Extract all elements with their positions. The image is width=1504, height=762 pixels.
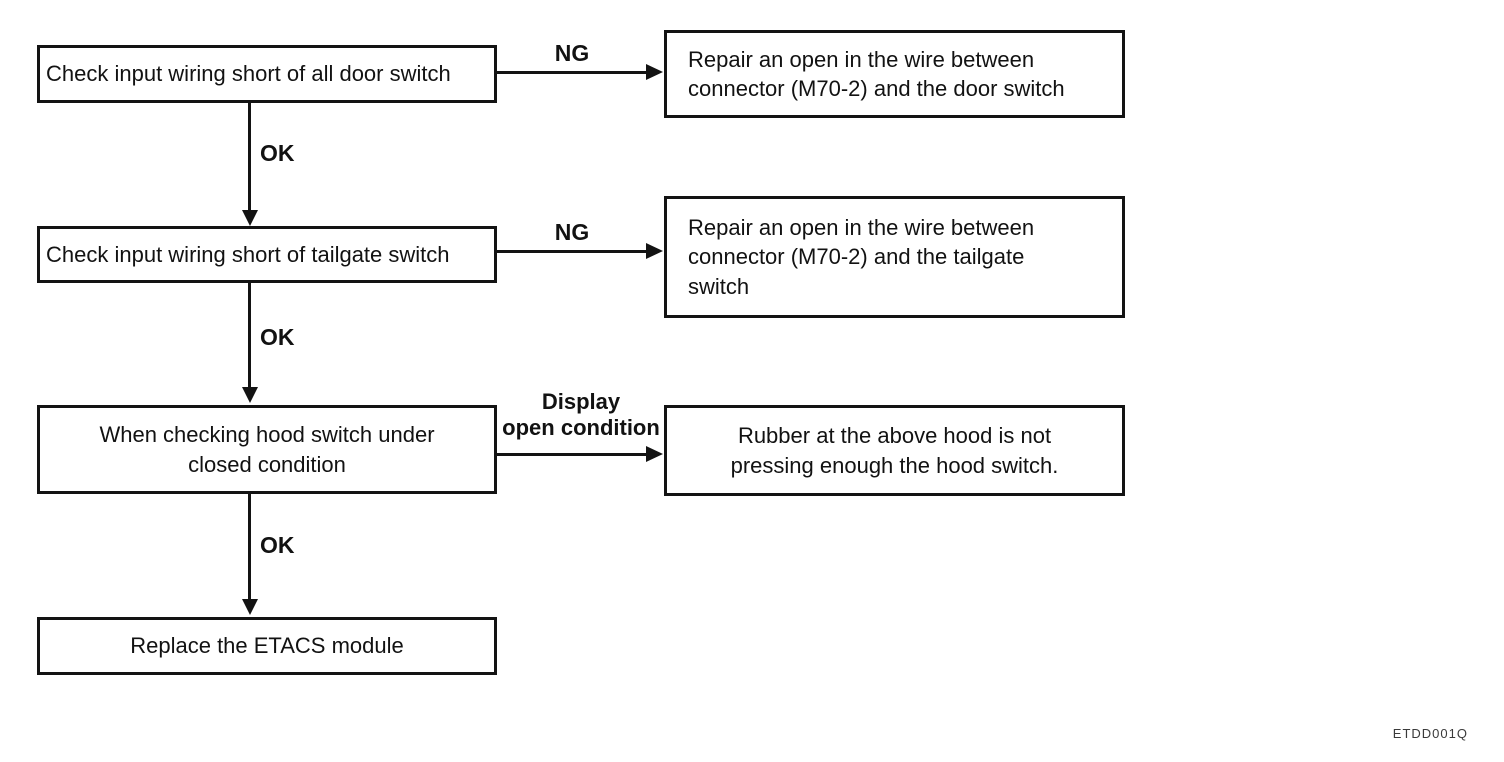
edge-label-display-open-condition: Display open condition (502, 389, 660, 440)
flowchart-box-rubber-hood-switch: Rubber at the above hood is not pressing… (664, 405, 1125, 496)
arrow-line-down-2 (248, 283, 251, 387)
arrow-line-down-1 (248, 103, 251, 211)
arrow-line-down-3 (248, 494, 251, 599)
box-text: Rubber at the above hood is not pressing… (730, 423, 1059, 478)
box-text: Repair an open in the wire between conne… (688, 46, 1065, 101)
arrow-line-right-1 (497, 71, 647, 74)
arrow-head-right-2-icon (646, 243, 663, 259)
arrow-head-right-1-icon (646, 64, 663, 80)
flowchart-box-check-hood-switch: When checking hood switch under closed c… (37, 405, 497, 494)
figure-code: ETDD001Q (1392, 726, 1468, 741)
edge-label-ok-1: OK (260, 140, 295, 166)
flowchart-box-check-door-switch: Check input wiring short of all door swi… (37, 45, 497, 103)
box-text: Check input wiring short of all door swi… (46, 61, 451, 87)
arrow-line-right-3 (497, 453, 647, 456)
box-text: Repair an open in the wire between conne… (688, 215, 1035, 299)
edge-label-ok-3: OK (260, 532, 295, 558)
edge-label-ok-2: OK (260, 324, 295, 350)
flowchart-box-repair-tailgate-wire: Repair an open in the wire between conne… (664, 196, 1125, 318)
arrow-head-down-2-icon (242, 387, 258, 403)
arrow-head-right-3-icon (646, 446, 663, 462)
box-text: When checking hood switch under closed c… (99, 422, 435, 477)
arrow-head-down-3-icon (242, 599, 258, 615)
flowchart-box-replace-etacs-module: Replace the ETACS module (37, 617, 497, 675)
edge-label-ng-tailgate: NG (554, 219, 590, 245)
arrow-head-down-1-icon (242, 210, 258, 226)
flowchart-box-check-tailgate-switch: Check input wiring short of tailgate swi… (37, 226, 497, 283)
arrow-line-right-2 (497, 250, 647, 253)
box-text: Check input wiring short of tailgate swi… (46, 241, 450, 267)
box-text: Replace the ETACS module (130, 633, 404, 659)
edge-label-ng-door: NG (554, 40, 590, 66)
flowchart-box-repair-door-wire: Repair an open in the wire between conne… (664, 30, 1125, 118)
